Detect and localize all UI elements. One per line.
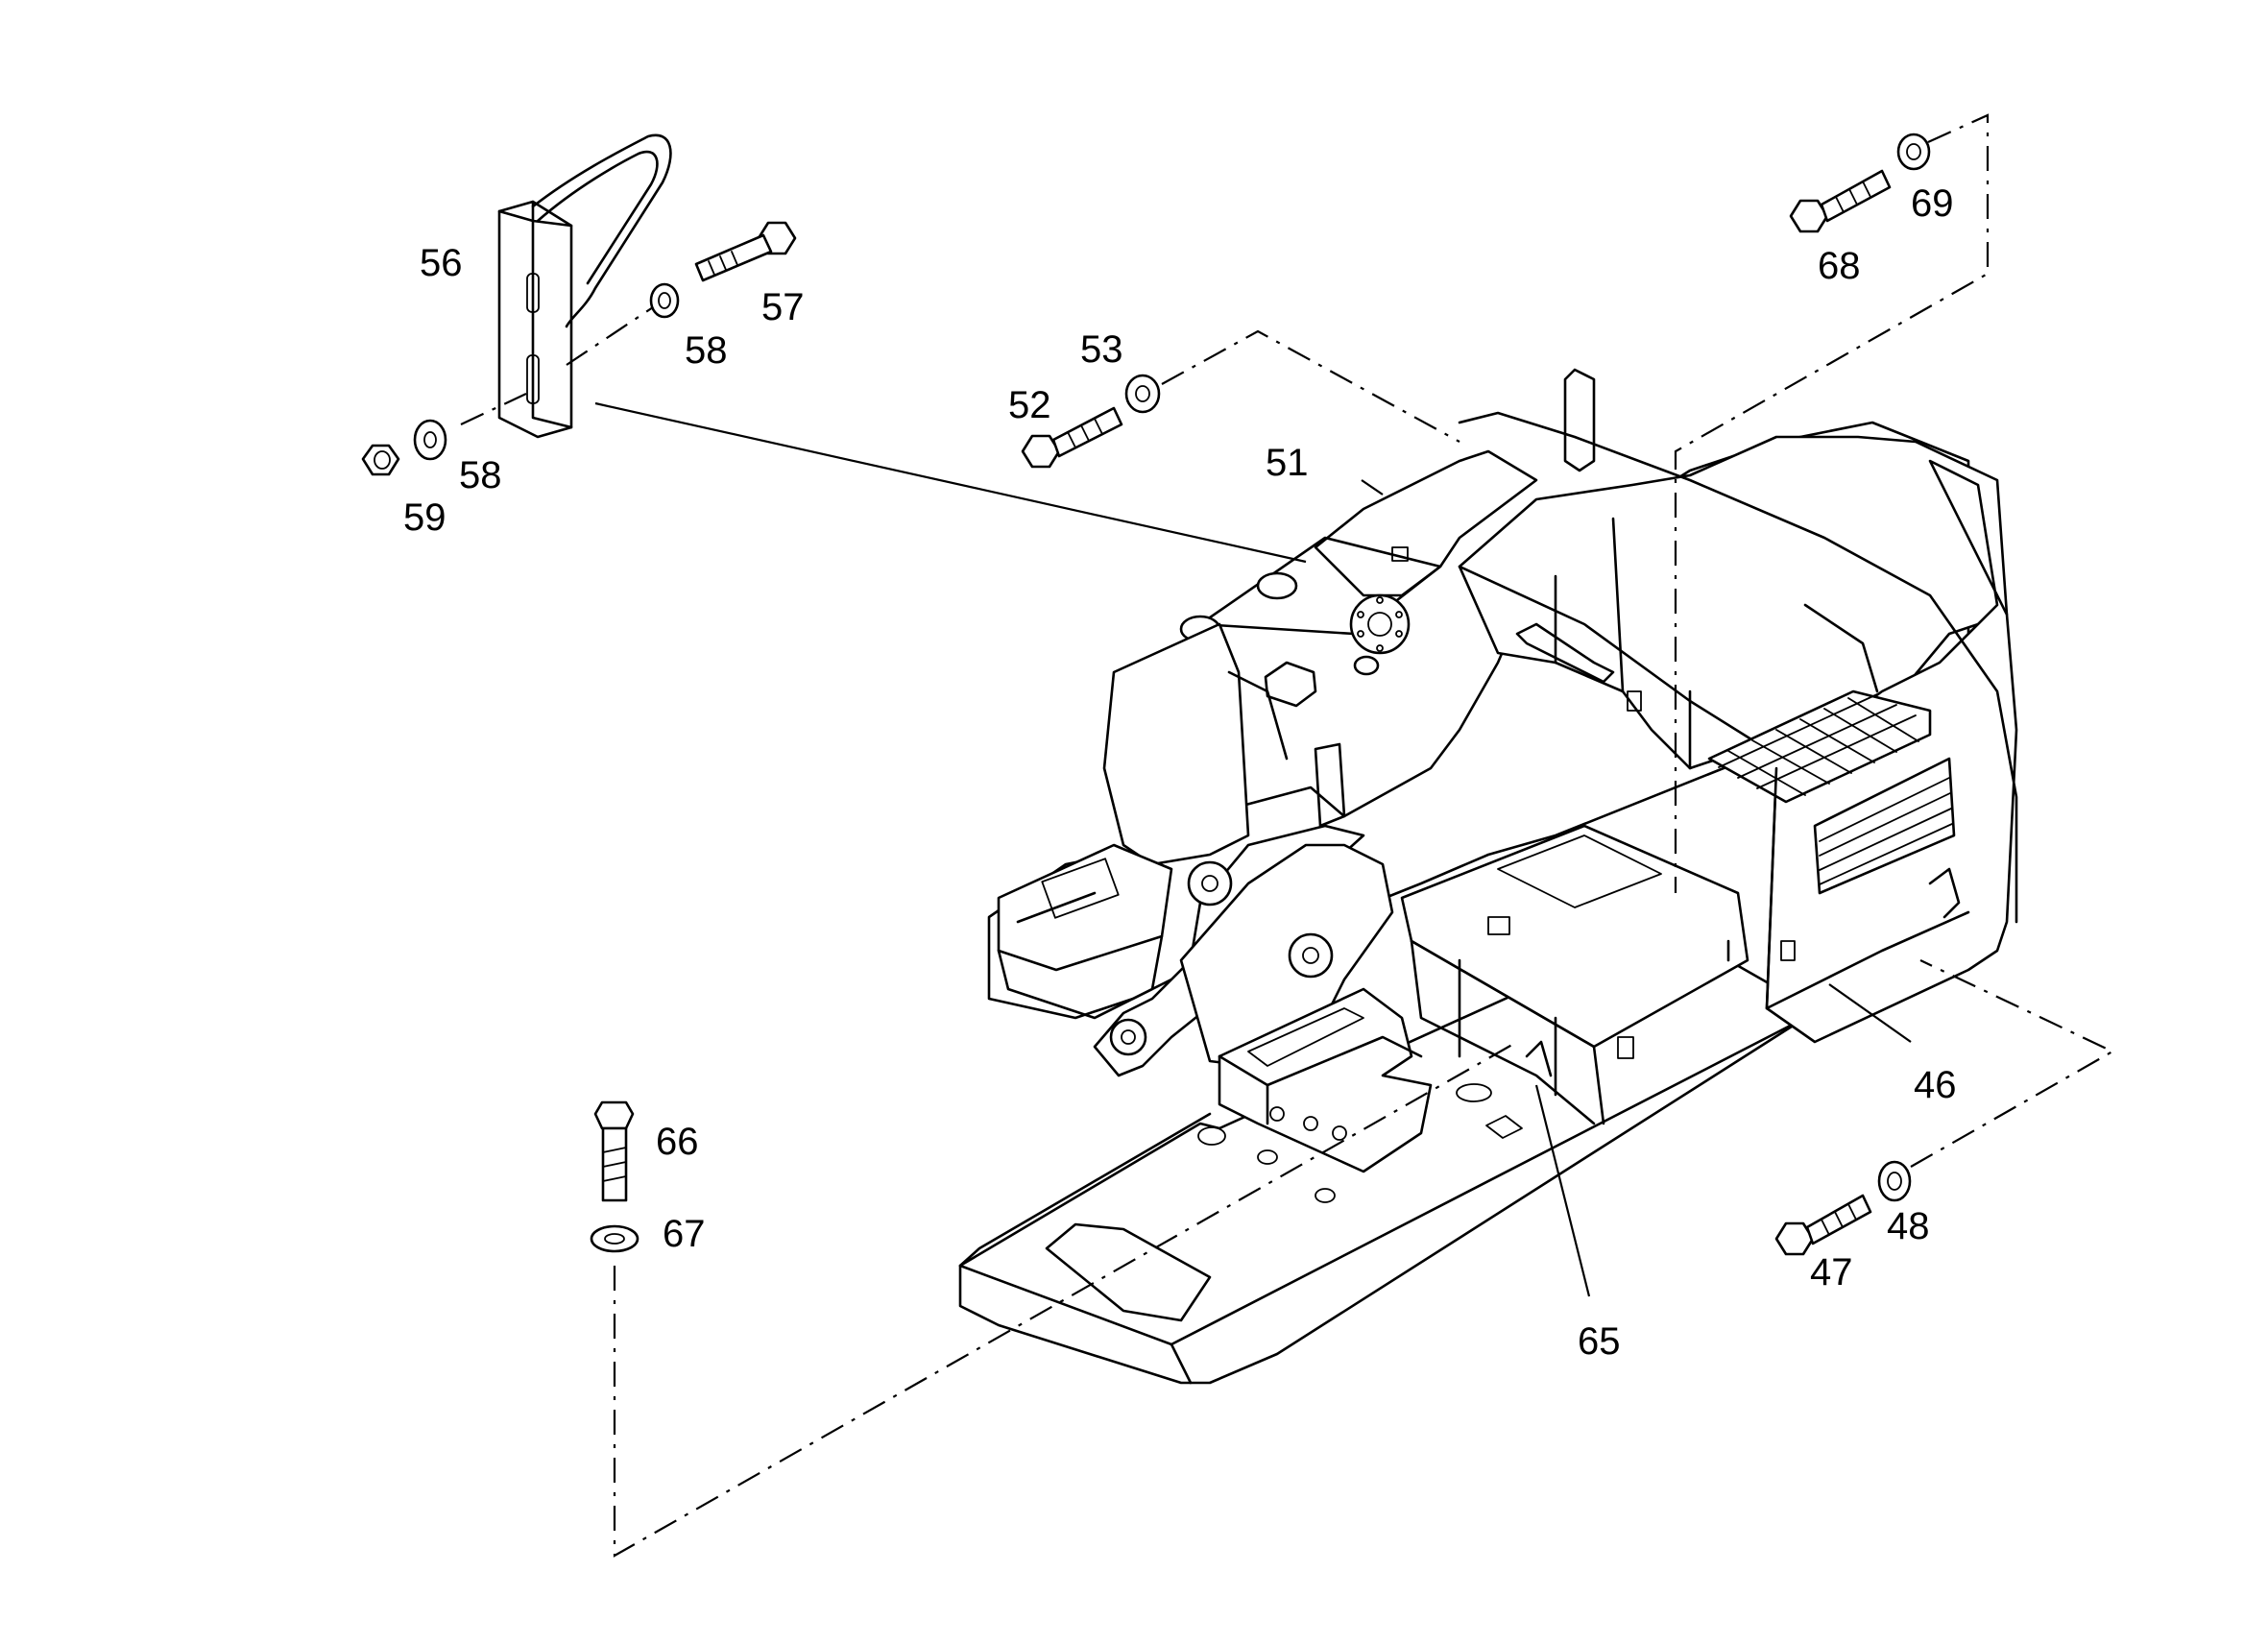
callout-58-lower: 58 bbox=[459, 454, 502, 496]
callout-47: 47 bbox=[1810, 1251, 1853, 1293]
callout-66: 66 bbox=[656, 1121, 699, 1163]
callout-59: 59 bbox=[403, 496, 446, 539]
fasteners bbox=[361, 133, 1931, 1256]
assembly-lines bbox=[460, 113, 2115, 1558]
washer-53 bbox=[1124, 374, 1161, 414]
washer-69 bbox=[1896, 133, 1931, 171]
machine-body bbox=[958, 368, 2018, 1385]
bolt-66 bbox=[593, 1100, 635, 1202]
bolt-52 bbox=[1021, 406, 1123, 469]
handle-bracket bbox=[497, 133, 672, 439]
callout-46: 46 bbox=[1914, 1064, 1957, 1106]
callout-67: 67 bbox=[663, 1213, 706, 1255]
leader-lines bbox=[594, 401, 1912, 1297]
callout-48: 48 bbox=[1887, 1205, 1930, 1247]
washer-58-upper bbox=[649, 282, 680, 319]
bolt-57 bbox=[694, 221, 797, 282]
callout-labels: 56 57 58 58 59 52 53 51 68 69 66 67 46 4… bbox=[403, 182, 1957, 1363]
callout-56: 56 bbox=[420, 242, 463, 284]
bolt-68 bbox=[1789, 169, 1892, 233]
washer-48 bbox=[1877, 1160, 1912, 1202]
callout-52: 52 bbox=[1008, 384, 1051, 426]
callout-53: 53 bbox=[1080, 328, 1123, 371]
bolt-47 bbox=[1774, 1194, 1872, 1256]
nut-59 bbox=[361, 444, 400, 476]
callout-58-upper: 58 bbox=[685, 329, 728, 372]
callout-68: 68 bbox=[1818, 245, 1861, 287]
callout-51: 51 bbox=[1266, 442, 1309, 484]
callout-65: 65 bbox=[1578, 1320, 1621, 1363]
washer-67 bbox=[590, 1224, 639, 1253]
callout-69: 69 bbox=[1911, 182, 1954, 225]
washer-58-lower bbox=[413, 419, 447, 461]
callout-57: 57 bbox=[761, 286, 805, 328]
